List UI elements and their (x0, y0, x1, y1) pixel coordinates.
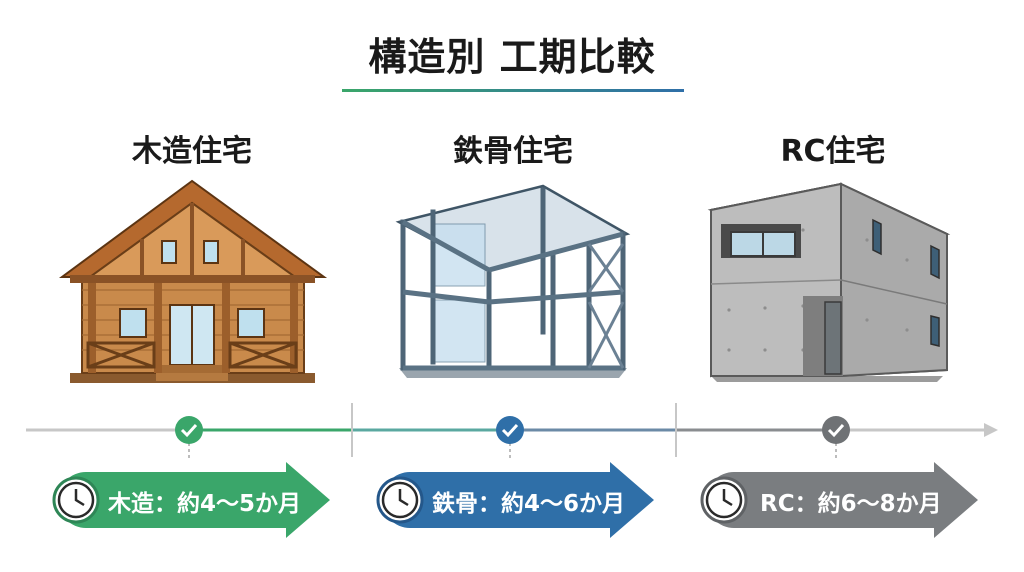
check-icon (496, 416, 524, 444)
concrete-house-icon (707, 182, 951, 382)
duration-wood: 木造：約4〜5か月 (46, 458, 330, 542)
title-underline (342, 89, 684, 92)
clock-icon (376, 476, 424, 524)
duration-steel-label: 鉄骨：約4〜6か月 (432, 491, 626, 517)
duration-steel: 鉄骨：約4〜6か月 (370, 458, 654, 542)
steel-frame-icon (395, 184, 631, 378)
label-wood-house: 木造住宅 (132, 134, 252, 169)
label-rc-house: RC住宅 (780, 134, 886, 169)
timeline (26, 403, 998, 461)
duration-rc-label: RC：約6〜8か月 (760, 491, 942, 517)
duration-wood-label: 木造：約4〜5か月 (108, 491, 302, 517)
check-icon (822, 416, 850, 444)
clock-icon (700, 476, 748, 524)
label-steel-house: 鉄骨住宅 (453, 134, 573, 169)
wood-house-icon (58, 179, 328, 383)
clock-icon (52, 476, 100, 524)
check-icon (175, 416, 203, 444)
duration-rc: RC：約6〜8か月 (694, 458, 978, 542)
page-title: 構造別 工期比較 (368, 35, 656, 79)
